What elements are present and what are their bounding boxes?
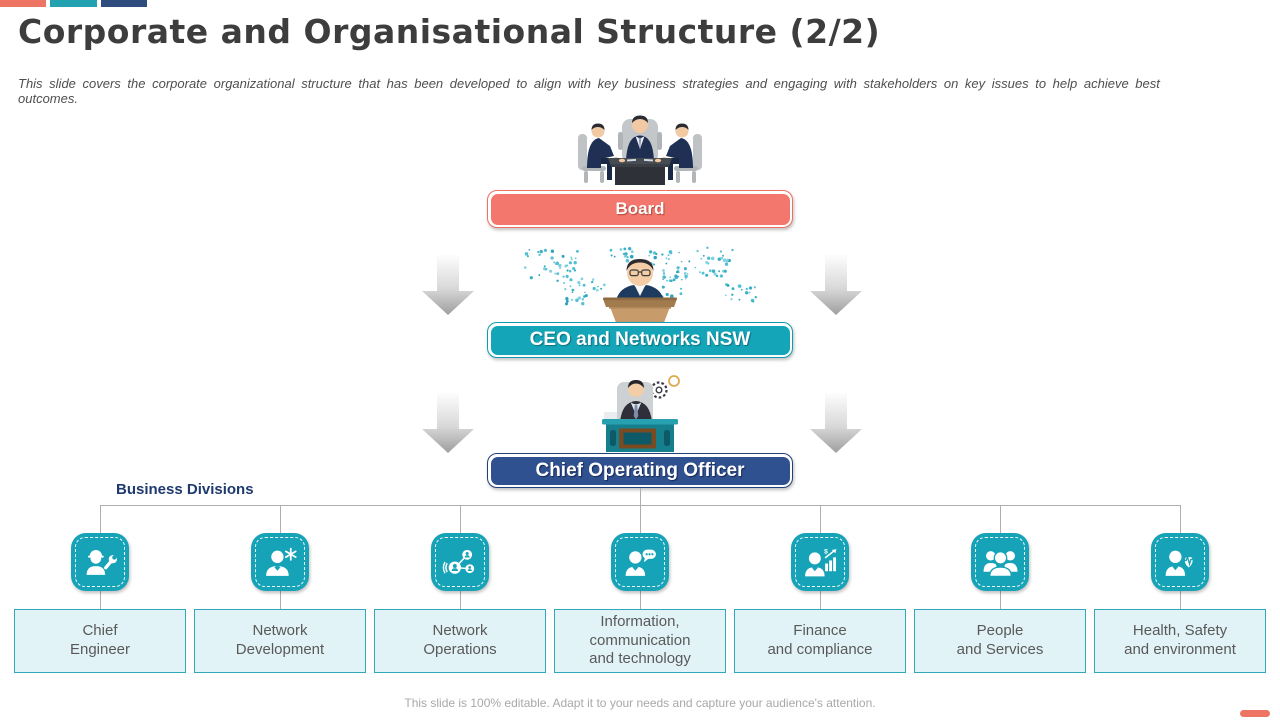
board-node[interactable]: Board — [487, 190, 793, 228]
down-arrow — [810, 255, 862, 315]
division-box-ict[interactable]: Information, communication and technolog… — [554, 609, 726, 673]
accent-bar-teal — [50, 0, 97, 7]
people-icon — [983, 550, 1017, 577]
division-tile-people[interactable] — [971, 533, 1029, 591]
connector-drop — [459, 505, 461, 533]
ict-icon — [625, 549, 656, 576]
corner-accent-pill — [1240, 710, 1270, 717]
finance-icon: $ — [804, 548, 836, 576]
network-operations-icon — [442, 549, 474, 574]
division-box-network-operations[interactable]: Network Operations — [374, 609, 546, 673]
division-tile-chief-engineer[interactable] — [71, 533, 129, 591]
division-box-network-development[interactable]: Network Development — [194, 609, 366, 673]
engineer-icon — [86, 549, 117, 575]
coo-desk-gears-illustration — [602, 375, 680, 452]
connector-drop — [279, 505, 281, 533]
footer-note: This slide is 100% editable. Adapt it to… — [404, 696, 876, 710]
division-box-people[interactable]: People and Services — [914, 609, 1086, 673]
world-map-dots — [523, 246, 758, 306]
down-arrow — [422, 393, 474, 453]
division-tile-health-safety[interactable] — [1151, 533, 1209, 591]
svg-text:$: $ — [824, 548, 828, 555]
division-tile-finance[interactable]: $ — [791, 533, 849, 591]
down-arrow — [810, 393, 862, 453]
health-safety-icon — [1165, 550, 1194, 576]
board-node-label: Board — [490, 193, 790, 225]
down-arrow — [422, 255, 474, 315]
ceo-podium-world-map-illustration — [523, 246, 758, 325]
connector-tile-box — [1179, 591, 1181, 610]
page-title: Corporate and Organisational Structure (… — [18, 12, 881, 51]
coo-node-label: Chief Operating Officer — [490, 456, 790, 485]
board-meeting-illustration — [578, 115, 702, 185]
division-box-chief-engineer[interactable]: Chief Engineer — [14, 609, 186, 673]
accent-bar-coral — [0, 0, 46, 7]
division-box-finance[interactable]: Finance and compliance — [734, 609, 906, 673]
ceo-node-label: CEO and Networks NSW — [490, 325, 790, 355]
connector-tile-box — [999, 591, 1001, 610]
connector-tile-box — [459, 591, 461, 610]
division-tile-ict[interactable] — [611, 533, 669, 591]
connector-tile-box — [639, 591, 641, 610]
division-tile-network-operations[interactable] — [431, 533, 489, 591]
connector-drop — [639, 505, 641, 533]
connector-drop — [99, 505, 101, 533]
business-divisions-heading: Business Divisions — [116, 481, 254, 498]
connector-tile-box — [99, 591, 101, 610]
connector-coo-drop — [639, 488, 641, 505]
page-subtitle: This slide covers the corporate organiza… — [18, 76, 1160, 106]
division-box-health-safety[interactable]: Health, Safety and environment — [1094, 609, 1266, 673]
ceo-node[interactable]: CEO and Networks NSW — [487, 322, 793, 358]
coo-node[interactable]: Chief Operating Officer — [487, 453, 793, 488]
connector-drop — [819, 505, 821, 533]
division-tile-network-development[interactable] — [251, 533, 309, 591]
accent-bar-navy — [101, 0, 147, 7]
network-development-icon — [265, 547, 297, 576]
connector-tile-box — [279, 591, 281, 610]
connector-drop — [1179, 505, 1181, 533]
connector-drop — [999, 505, 1001, 533]
connector-tile-box — [819, 591, 821, 610]
